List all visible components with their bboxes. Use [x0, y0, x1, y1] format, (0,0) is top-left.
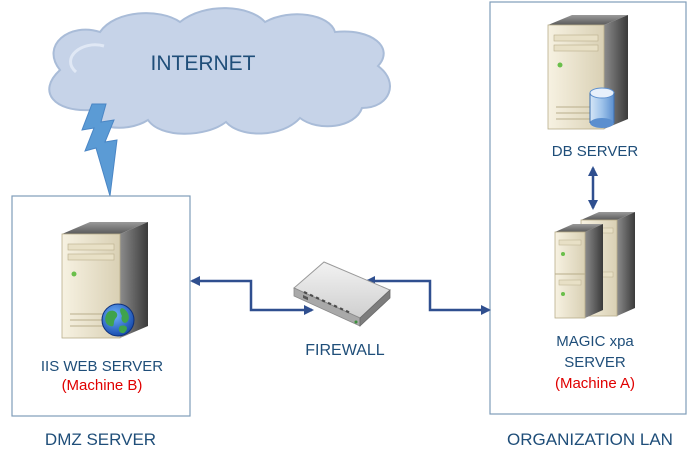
database-server-icon [547, 15, 628, 130]
dmz-firewall-connector [190, 276, 314, 315]
lan-zone-label: ORGANIZATION LAN [507, 430, 673, 449]
magic-server-label-line2: SERVER [564, 354, 626, 371]
internet-cloud [48, 7, 391, 135]
iis-server-label: IIS WEB SERVER [40, 358, 164, 375]
dmz-zone-label: DMZ SERVER [44, 430, 157, 449]
firewall-label: FIREWALL [305, 342, 385, 359]
lightning-bolt-icon [81, 103, 118, 197]
db-server-label: DB SERVER [551, 143, 639, 160]
iis-machine-label: (Machine B) [61, 377, 143, 394]
magic-machine-label: (Machine A) [554, 375, 636, 392]
firewall-lan-connector [365, 276, 491, 315]
web-server-globe-icon [61, 222, 148, 339]
internet-label: INTERNET [150, 52, 256, 75]
network-switch-icon [293, 261, 391, 327]
server-cluster-icon [554, 212, 635, 319]
magic-server-label-line1: MAGIC xpa [556, 333, 634, 350]
